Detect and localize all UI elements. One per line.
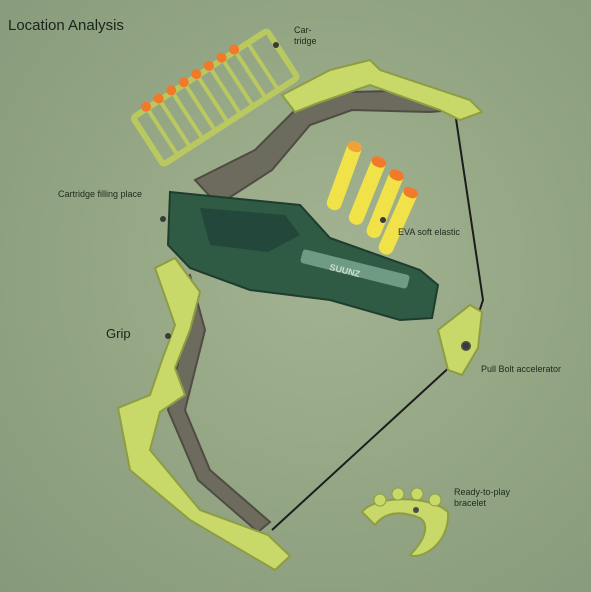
page-title: Location Analysis xyxy=(8,17,124,34)
label-ready-to-play-bracelet: Ready-to-play bracelet xyxy=(454,487,511,508)
label-cartridge: Car- tridge xyxy=(294,25,317,46)
label-eva-soft-elastic: EVA soft elastic xyxy=(398,227,460,237)
body-stripe xyxy=(300,249,410,289)
foam-darts xyxy=(326,140,418,255)
callout-markers xyxy=(160,42,469,349)
pull-bolt-accelerator xyxy=(436,303,484,377)
label-grip: Grip xyxy=(106,326,131,341)
cartridge-tray xyxy=(131,28,300,167)
ready-to-play-bracelet xyxy=(360,487,450,557)
label-cartridge-filling-place: Cartridge filling place xyxy=(58,189,143,199)
body-panel xyxy=(200,208,300,252)
label-pull-bolt-accelerator: Pull Bolt accelerator xyxy=(481,364,562,374)
upper-limb xyxy=(280,58,484,122)
grip-limb xyxy=(116,256,292,572)
